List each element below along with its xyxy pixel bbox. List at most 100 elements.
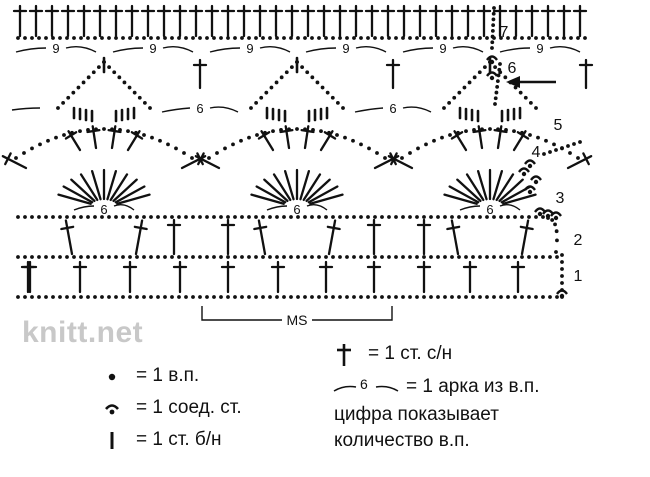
- chain-dot: [254, 255, 258, 259]
- chain-dot: [289, 65, 294, 70]
- chain-dot: [226, 215, 230, 219]
- chain-dot: [62, 133, 66, 137]
- double-crochet-stitch: [520, 219, 530, 256]
- double-crochet-stitch: [263, 178, 289, 203]
- chain-dot: [177, 215, 181, 219]
- slip-stitch-dot: [559, 293, 565, 299]
- chain-dot: [142, 36, 146, 40]
- chain-dot: [128, 36, 132, 40]
- chain-dot: [66, 95, 71, 100]
- double-crochet-stitch: [502, 193, 537, 205]
- chain-dot: [569, 36, 573, 40]
- chain-dot: [170, 215, 174, 219]
- chain-dot: [303, 215, 307, 219]
- chain-dot: [415, 255, 419, 259]
- chain-arch-line: [209, 106, 239, 113]
- chain-dot: [548, 295, 552, 299]
- chain-dot: [493, 65, 498, 70]
- double-crochet-stitch: [443, 193, 478, 205]
- chain-dot: [464, 129, 468, 134]
- chain-dot: [93, 215, 97, 219]
- chain-dot: [562, 36, 566, 40]
- chain-dot: [436, 36, 440, 40]
- double-crochet-stitch: [299, 169, 311, 201]
- chain-dot: [22, 151, 26, 155]
- chain-dot: [79, 36, 83, 40]
- double-crochet-stitch: [319, 130, 334, 152]
- chain-dot: [578, 140, 582, 144]
- chain-dot: [520, 36, 524, 40]
- double-crochet-bar: [519, 225, 534, 231]
- chain-dot: [534, 106, 538, 110]
- chain-dot: [128, 255, 132, 259]
- chain-dot: [72, 215, 76, 219]
- double-crochet-stitch: [255, 185, 287, 204]
- chain-dot: [513, 215, 517, 219]
- double-crochet-bar: [326, 225, 341, 231]
- chain-dot: [429, 36, 433, 40]
- chain-dot: [325, 90, 330, 95]
- chain-dot: [550, 218, 555, 222]
- chain-dot: [400, 156, 404, 160]
- chain-dot: [38, 142, 42, 147]
- double-crochet-bar: [253, 225, 268, 231]
- chain-dot: [233, 36, 237, 40]
- chain-dot: [394, 215, 398, 219]
- chain-dot: [512, 129, 516, 134]
- chain-dot: [142, 100, 147, 105]
- chain-dot: [555, 238, 559, 243]
- chain-dot: [240, 36, 244, 40]
- double-crochet-bar: [60, 225, 75, 231]
- repeat-label: MS: [287, 312, 308, 328]
- double-crochet-bar: [582, 152, 590, 166]
- chain-dot: [534, 36, 538, 40]
- legend-chain-label: = 1 в.п.: [136, 365, 200, 386]
- chain-dot: [247, 295, 251, 299]
- chain-dot: [121, 255, 125, 259]
- chain-dot: [493, 96, 498, 101]
- chain-dot-icon: [100, 364, 134, 388]
- chain-dot: [464, 36, 468, 40]
- chain-dot: [457, 255, 461, 259]
- chain-dot: [401, 295, 405, 299]
- chain-dot: [102, 127, 106, 131]
- chain-dot: [373, 215, 377, 219]
- chain-dot: [142, 295, 146, 299]
- chain-dot: [86, 36, 90, 40]
- chain-dot: [219, 215, 223, 219]
- chain-dot: [331, 295, 335, 299]
- chain-dot: [331, 36, 335, 40]
- chain-dot: [231, 142, 235, 147]
- chain-dot: [58, 36, 62, 40]
- chain-dot: [338, 255, 342, 259]
- chain-dot: [93, 36, 97, 40]
- chain-dot: [471, 295, 475, 299]
- chain-dot: [553, 222, 557, 227]
- chain-dot: [86, 255, 90, 259]
- chain-dot: [528, 100, 533, 105]
- chain-dot: [174, 146, 178, 151]
- chain-dot: [457, 295, 461, 299]
- chain-arch-line: [266, 205, 288, 211]
- chain-arch-line: [452, 45, 484, 53]
- chain-dot: [320, 85, 325, 90]
- chain-dot: [268, 215, 272, 219]
- chain-dot: [72, 295, 76, 299]
- chain-dot: [527, 215, 531, 219]
- chain-dot: [541, 255, 545, 259]
- chain-dot: [541, 36, 545, 40]
- chain-dot: [289, 255, 293, 259]
- chain-dot: [254, 100, 259, 105]
- chain-dot: [156, 215, 160, 219]
- chain-dot: [254, 36, 258, 40]
- chain-dot: [482, 65, 487, 70]
- chain-dot: [37, 255, 41, 259]
- chain-dot: [132, 90, 137, 95]
- chain-dot: [513, 295, 517, 299]
- chain-dot: [491, 11, 496, 16]
- legend-slip: = 1 соед. ст.: [100, 396, 242, 420]
- chain-arch-line: [354, 107, 384, 113]
- chain-arch-line: [15, 47, 47, 53]
- chain-dot: [282, 255, 286, 259]
